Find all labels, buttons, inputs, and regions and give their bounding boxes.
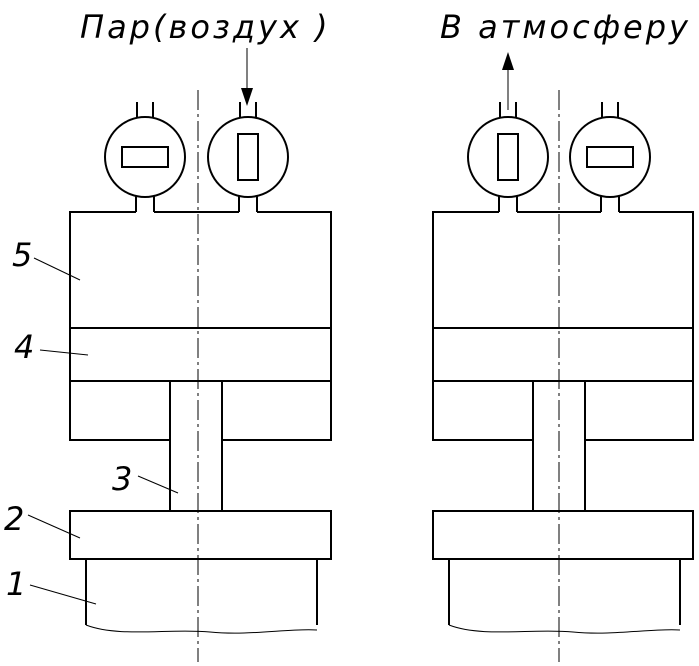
left-valve-closed (104, 102, 186, 212)
left-piston-rod (169, 380, 223, 512)
right-title: В атмосферу (440, 8, 691, 46)
left-workpiece-sides (85, 559, 318, 625)
right-press-plate (432, 510, 694, 560)
left-press-plate (69, 510, 332, 560)
left-valve-open (207, 102, 289, 212)
right-valve2-stem (601, 102, 619, 118)
left-valve1-stem (136, 102, 154, 118)
right-valve1-neck (498, 196, 518, 212)
right-valve2-body (569, 116, 651, 198)
callout-3: 3 (112, 460, 132, 498)
right-cylinder-body (432, 211, 694, 441)
leader-4 (39, 349, 89, 356)
right-piston (432, 327, 694, 382)
right-valve2-neck (600, 196, 620, 212)
leader-3 (137, 475, 179, 494)
left-valve1-body (104, 116, 186, 198)
right-assembly: В атмосферу (432, 8, 694, 662)
left-piston (69, 327, 332, 382)
leader-2 (27, 514, 81, 539)
left-valve2-stem (239, 102, 257, 118)
right-valve-closed (569, 102, 651, 212)
right-valve-open (467, 102, 549, 212)
left-inlet-arrowhead (241, 88, 253, 106)
right-valve1-stem (499, 102, 517, 118)
left-cylinder-body (69, 211, 332, 441)
callout-5: 5 (12, 236, 32, 274)
left-valve1-neck (135, 196, 155, 212)
left-valve2-neck (238, 196, 258, 212)
left-valve1-slot (121, 146, 169, 168)
callout-1: 1 (6, 565, 26, 603)
right-valve1-slot (497, 133, 519, 181)
right-valve2-slot (586, 146, 634, 168)
leader-1 (29, 584, 97, 605)
left-valve2-body (207, 116, 289, 198)
right-outlet-arrowhead (502, 52, 514, 70)
left-workpiece-break (85, 624, 318, 634)
callout-4: 4 (14, 328, 34, 366)
callout-2: 2 (4, 500, 24, 538)
left-valve2-slot (237, 133, 259, 181)
right-valve1-body (467, 116, 549, 198)
right-workpiece-sides (448, 559, 681, 625)
leader-5 (33, 257, 81, 281)
left-title: Пар(воздух ) (80, 8, 331, 46)
left-assembly: Пар(воздух ) 5 (4, 8, 332, 662)
right-workpiece-break (448, 624, 681, 634)
